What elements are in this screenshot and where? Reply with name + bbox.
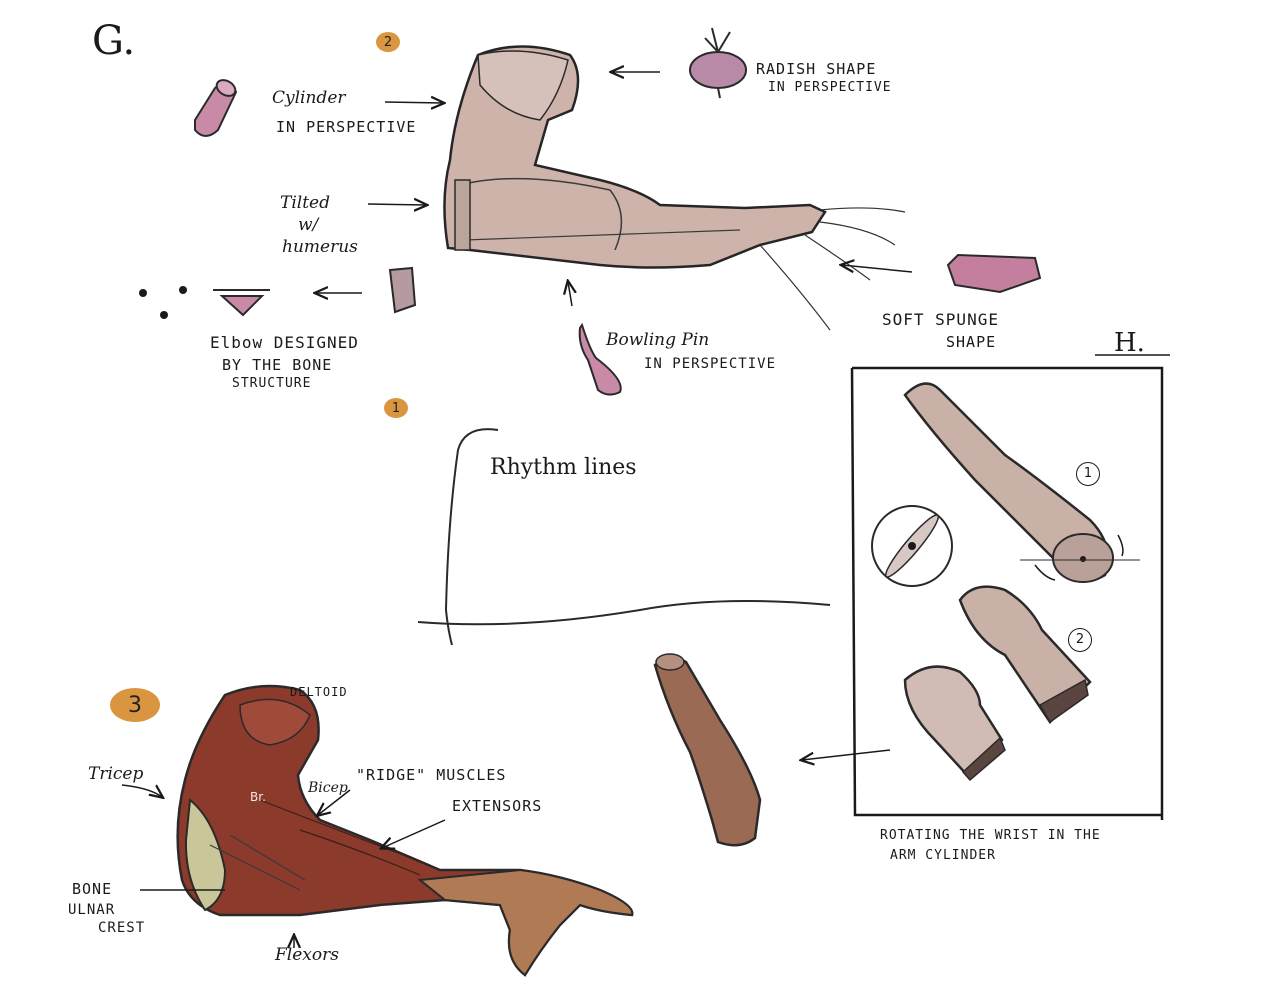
bowling-pin-shape <box>578 322 622 396</box>
pink-cylinder-shape <box>194 79 238 137</box>
section-h-letter: H. <box>1114 328 1145 358</box>
badge-three: 3 <box>110 688 160 722</box>
label-radish-line1: RADISH SHAPE <box>756 60 877 78</box>
h-arrow <box>802 749 891 760</box>
label-sponge-line2: SHAPE <box>946 333 997 351</box>
elbow-bone-symbol <box>139 286 270 319</box>
label-sponge-line1: SOFT SPUNGE <box>882 310 999 329</box>
badge-one: 1 <box>384 398 408 418</box>
badge-two: 2 <box>376 32 400 52</box>
label-crest: CREST <box>98 920 146 936</box>
label-elbow-line3: STRUCTURE <box>232 376 312 391</box>
forearm-muscle-sketch <box>653 653 762 847</box>
rotation-diagram <box>871 505 953 587</box>
label-bicep: Bicep <box>308 780 348 796</box>
rhythm-lines <box>417 428 831 646</box>
h-caption-line2: ARM CYLINDER <box>890 848 996 863</box>
label-flexors: Flexors <box>275 945 339 965</box>
label-ulnar: ULNAR <box>68 902 116 918</box>
label-bone: BONE <box>72 880 113 898</box>
label-elbow-line2: BY THE BONE <box>222 356 333 374</box>
section-h-frame <box>850 354 1170 820</box>
radish-shape <box>689 27 747 99</box>
label-extensors: EXTENSORS <box>452 797 543 815</box>
label-bowling-line1: Bowling Pin <box>606 330 710 350</box>
label-ridge-muscles: "RIDGE" MUSCLES <box>356 766 507 784</box>
label-cylinder-line2: IN PERSPECTIVE <box>276 118 417 136</box>
label-tilted-line2: w/ <box>298 215 319 235</box>
sponge-shape <box>946 253 1042 294</box>
label-rhythm-lines: Rhythm lines <box>490 455 637 480</box>
tilted-small-cylinder <box>388 266 417 314</box>
section3-arrows <box>121 784 446 948</box>
label-deltoid: DELTOID <box>290 685 348 699</box>
h-caption-line1: ROTATING THE WRIST IN THE <box>880 828 1101 843</box>
label-bowling-line2: IN PERSPECTIVE <box>644 356 777 372</box>
h-number-two: 2 <box>1068 628 1092 652</box>
label-tilted-line3: humerus <box>282 237 358 257</box>
label-tilted-line1: Tilted <box>280 193 330 213</box>
label-cylinder-line1: Cylinder <box>272 88 346 108</box>
rotating-cylinder-2 <box>903 585 1092 782</box>
label-elbow-line1: Elbow DESIGNED <box>210 333 359 352</box>
label-br: Br. <box>250 790 266 804</box>
anatomical-arm <box>176 684 634 977</box>
rotating-cylinder-1 <box>903 382 1140 583</box>
h-number-one: 1 <box>1076 462 1100 486</box>
g-arrows <box>316 72 913 307</box>
label-radish-line2: IN PERSPECTIVE <box>768 80 892 95</box>
label-tricep: Tricep <box>88 764 144 784</box>
arm-sketch-main <box>443 45 906 331</box>
section-g-letter: G. <box>92 18 136 64</box>
